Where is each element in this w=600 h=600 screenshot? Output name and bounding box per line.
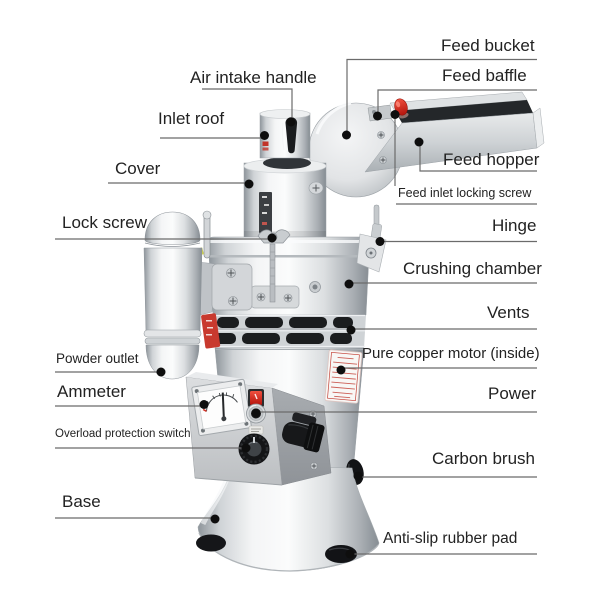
label-power: Power — [488, 384, 537, 403]
leader-hinge — [375, 237, 537, 246]
vents-part — [213, 314, 366, 348]
leader-vents — [346, 325, 537, 335]
label-overload-protection-switch: Overload protection switch — [55, 428, 191, 440]
powder-outlet-part — [143, 210, 253, 380]
label-inlet-roof: Inlet roof — [158, 109, 225, 128]
leader-powder-outlet — [55, 367, 166, 377]
red-sticker — [201, 313, 221, 349]
chamber-screw — [283, 293, 293, 303]
leader-cover — [108, 179, 254, 189]
inlet-pipe-part — [259, 109, 311, 159]
leader-feed-inlet-locking-screw — [390, 110, 537, 205]
label-feed-bucket: Feed bucket — [441, 36, 535, 55]
label-feed-baffle: Feed baffle — [442, 66, 527, 85]
leader-pure-copper-motor — [336, 365, 537, 375]
box-screw — [310, 462, 318, 470]
leader-feed-bucket — [342, 58, 537, 140]
rubber-feet — [196, 534, 357, 563]
leader-carbon-brush — [353, 471, 537, 481]
label-carbon-brush: Carbon brush — [432, 449, 536, 468]
label-powder-outlet: Powder outlet — [56, 351, 139, 366]
hopper-screw — [379, 156, 387, 164]
overload-knob — [238, 433, 270, 465]
label-lock-screw: Lock screw — [62, 213, 148, 232]
label-anti-slip-rubber-pad: Anti-slip rubber pad — [383, 530, 518, 547]
leader-air-intake-handle — [202, 88, 296, 127]
ammeter-gauge — [191, 378, 252, 436]
hopper-screw — [377, 131, 385, 139]
leader-lock-screw — [55, 233, 277, 243]
leader-overload-protection-switch — [55, 443, 251, 453]
leader-feed-hopper — [414, 137, 537, 172]
label-pure-copper-motor: Pure copper motor (inside) — [362, 345, 540, 362]
leader-anti-slip-rubber-pad — [345, 549, 537, 559]
motor-sticker — [324, 349, 363, 404]
pipe-red-mark — [262, 141, 269, 146]
leader-ammeter — [55, 400, 209, 409]
label-hinge: Hinge — [492, 216, 537, 235]
bracket-screw — [228, 296, 238, 306]
base-part — [197, 464, 380, 572]
label-feed-hopper: Feed hopper — [443, 150, 540, 169]
label-ammeter: Ammeter — [57, 382, 126, 401]
power-rocker-switch — [248, 389, 264, 407]
air-intake-slot — [285, 117, 298, 154]
power-cable-gland — [282, 412, 325, 453]
feed-hopper-part — [364, 91, 545, 173]
label-crushing-chamber: Crushing chamber — [403, 259, 542, 278]
leader-base — [55, 514, 220, 524]
chamber-screw — [256, 292, 266, 302]
bracket-screw — [226, 268, 236, 278]
leader-feed-baffle — [373, 89, 537, 121]
leader-power — [251, 408, 537, 418]
label-air-intake-handle: Air intake handle — [190, 68, 317, 87]
leader-inlet-roof — [160, 131, 269, 140]
label-cover: Cover — [115, 159, 161, 178]
label-feed-inlet-locking-screw: Feed inlet locking screw — [398, 186, 532, 200]
label-vents: Vents — [487, 303, 530, 322]
leader-crushing-chamber — [344, 279, 537, 289]
label-base: Base — [62, 492, 101, 511]
